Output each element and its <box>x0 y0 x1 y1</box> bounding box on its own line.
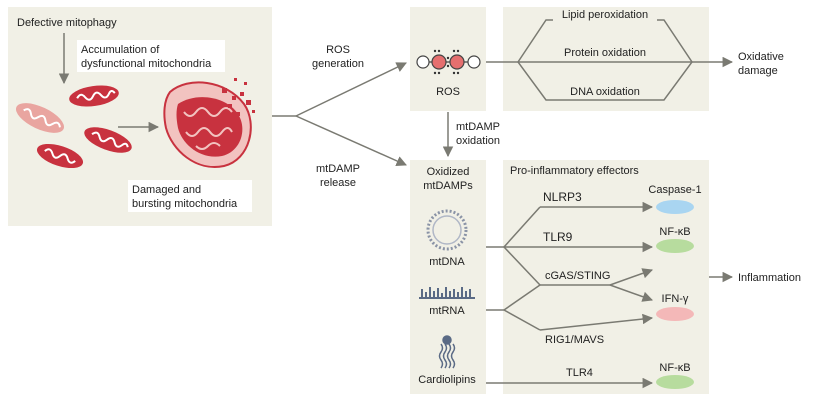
rig1-arrow <box>539 313 654 331</box>
ros-label: ROS <box>436 86 460 98</box>
mitochondrion-icon <box>84 127 132 153</box>
mtdamps-title: Oxidized <box>427 166 470 178</box>
protein-label-bg <box>560 46 650 60</box>
nlrp3-label: NLRP3 <box>543 190 582 204</box>
caspase1-label: Caspase-1 <box>648 184 701 196</box>
mtdamps-title-2: mtDAMPs <box>423 180 473 192</box>
mtdamp-release-label-2: release <box>320 177 356 189</box>
cardiolipin-icon <box>438 335 456 369</box>
mtdna-icon <box>426 209 468 251</box>
rig1-line <box>503 309 541 331</box>
mtdamp-release-label: mtDAMP <box>316 163 360 175</box>
effectors-title: Pro-inflammatory effectors <box>510 165 639 177</box>
damaged-label: Damaged and <box>132 184 201 196</box>
mitochondrion-icon <box>36 143 84 169</box>
dna-label-bg <box>565 84 645 98</box>
accumulation-label-2: dysfunctional mitochondria <box>81 58 212 70</box>
ros-generation-label: ROS <box>326 44 350 56</box>
damaged-label-box <box>128 180 252 212</box>
released-fragments-icon <box>222 78 255 116</box>
tlr4-label: TLR4 <box>566 367 593 379</box>
accumulation-label: Accumulation of <box>81 44 160 56</box>
ros-generation-arrow <box>295 62 407 117</box>
mtdamp-oxidation-label-2: oxidation <box>456 135 500 147</box>
mitochondrion-icon <box>15 103 65 133</box>
dna-oxidation-label: DNA oxidation <box>570 86 640 98</box>
nfkb-badge-1 <box>656 239 694 253</box>
mtdna-label: mtDNA <box>429 256 465 268</box>
cgas-sting-label: cGAS/STING <box>545 270 610 282</box>
rig1-mavs-label: RIG1/MAVS <box>545 334 604 346</box>
ifn-gamma-badge <box>656 307 694 321</box>
nfkb-label-1: NF-κB <box>659 226 690 238</box>
mtdamp-oxidation-label: mtDAMP <box>456 121 500 133</box>
ros-generation-label-2: generation <box>312 58 364 70</box>
cgas-arrow-down <box>609 284 653 302</box>
cardiolipins-label: Cardiolipins <box>418 374 476 386</box>
lipid-peroxidation-label: Lipid peroxidation <box>562 9 648 21</box>
caspase1-badge <box>656 200 694 214</box>
mtrna-label: mtRNA <box>429 305 465 317</box>
bursting-mitochondrion-icon <box>163 81 252 168</box>
mtdamp-release-arrow <box>295 115 407 166</box>
ros-molecule-icon <box>416 49 481 75</box>
protein-oxidation-label: Protein oxidation <box>564 47 646 59</box>
inflammation-label: Inflammation <box>738 272 801 284</box>
lipid-label-bg <box>553 7 657 23</box>
mtrna-to-cgas-line <box>503 284 541 311</box>
damaged-label-2: bursting mitochondria <box>132 198 238 210</box>
mitochondrion-icon <box>69 85 119 107</box>
effectors-panel <box>503 160 709 394</box>
ifn-gamma-label: IFN-γ <box>662 293 689 305</box>
mtrna-icon <box>419 287 475 299</box>
cgas-arrow-up <box>609 268 653 286</box>
nfkb-badge-2 <box>656 375 694 389</box>
defective-mitophagy-label: Defective mitophagy <box>17 17 117 29</box>
tlr9-label: TLR9 <box>543 230 573 244</box>
oxidative-damage-label: Oxidative <box>738 51 784 63</box>
nlrp3-line <box>503 206 541 248</box>
accumulation-label-box <box>77 40 225 72</box>
oxidative-damage-label-2: damage <box>738 65 778 77</box>
nfkb-label-2: NF-κB <box>659 362 690 374</box>
mtdna-to-cgas-line <box>503 246 541 286</box>
